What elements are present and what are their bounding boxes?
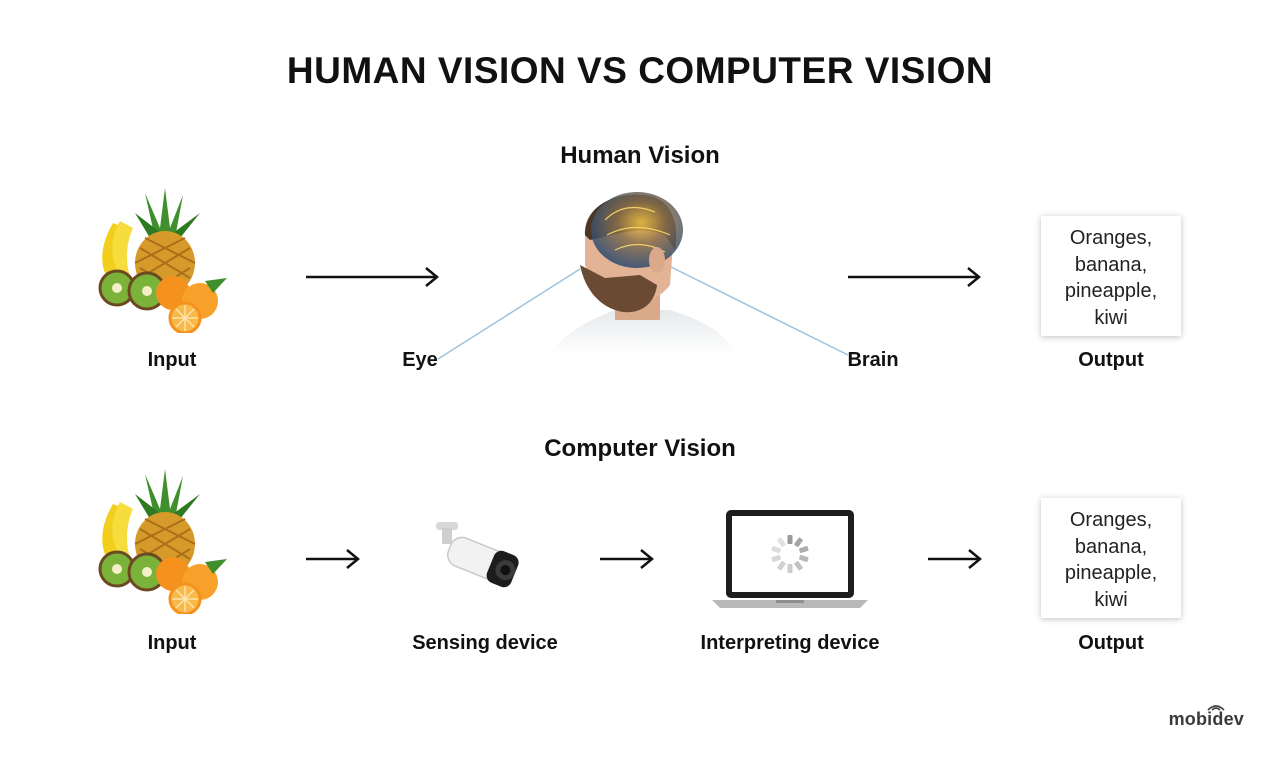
page-title: HUMAN VISION VS COMPUTER VISION xyxy=(0,50,1280,92)
output-line: kiwi xyxy=(1041,305,1181,332)
human-output-card: Oranges, banana, pineapple, kiwi xyxy=(1041,216,1181,336)
fruit-icon xyxy=(95,464,235,614)
computer-vision-heading: Computer Vision xyxy=(0,435,1280,463)
interpreting-device-label: Interpreting device xyxy=(680,632,900,655)
arrow-right-icon xyxy=(304,548,360,570)
output-line: pineapple, xyxy=(1041,560,1181,587)
computer-input-label: Input xyxy=(122,632,222,655)
arrow-right-icon xyxy=(846,266,982,288)
brand-name: mobidev xyxy=(1169,709,1244,729)
laptop-icon xyxy=(710,508,870,612)
eye-label: Eye xyxy=(385,349,455,372)
brand-logo: mobidev xyxy=(1169,709,1244,730)
computer-output-card: Oranges, banana, pineapple, kiwi xyxy=(1041,498,1181,618)
output-line: pineapple, xyxy=(1041,278,1181,305)
output-line: banana, xyxy=(1041,252,1181,279)
security-camera-icon xyxy=(432,518,522,600)
arrow-right-icon xyxy=(304,266,440,288)
arrow-right-icon xyxy=(598,548,654,570)
signal-icon xyxy=(1205,701,1227,711)
human-input-label: Input xyxy=(122,349,222,372)
sensing-device-label: Sensing device xyxy=(395,632,575,655)
arrow-right-icon xyxy=(926,548,982,570)
human-head-brain-icon xyxy=(545,190,740,355)
human-vision-heading: Human Vision xyxy=(0,142,1280,170)
output-line: banana, xyxy=(1041,534,1181,561)
output-line: Oranges, xyxy=(1041,225,1181,252)
fruit-icon xyxy=(95,183,235,333)
human-output-label: Output xyxy=(1061,349,1161,372)
brain-label: Brain xyxy=(838,349,908,372)
output-line: kiwi xyxy=(1041,587,1181,614)
output-line: Oranges, xyxy=(1041,507,1181,534)
computer-output-label: Output xyxy=(1061,632,1161,655)
